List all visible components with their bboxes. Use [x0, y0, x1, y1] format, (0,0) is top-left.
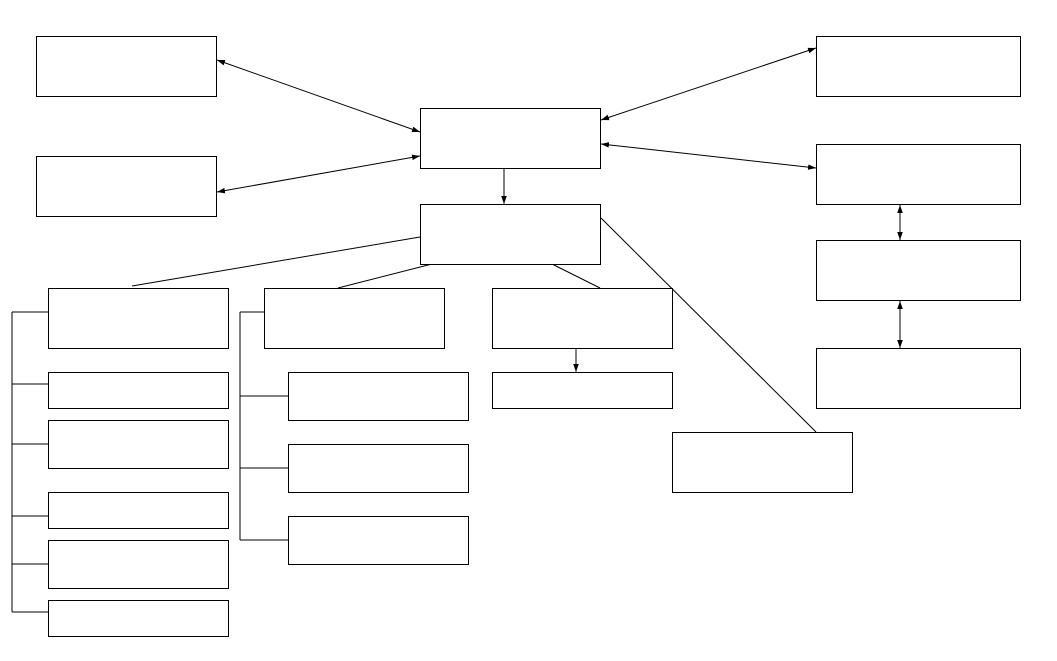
right-box-2[interactable] [816, 240, 1021, 301]
right-box-1[interactable] [816, 144, 1021, 205]
right-box-3[interactable] [816, 348, 1021, 409]
branch-c-head-box[interactable] [492, 288, 673, 349]
edge-main-branch-b [337, 263, 433, 289]
branch-a-item-4[interactable] [48, 540, 229, 589]
branch-a-head-box[interactable] [48, 288, 229, 349]
branch-b-item-2[interactable] [288, 444, 469, 493]
far-branch-box[interactable] [672, 432, 853, 493]
edge-main-branch-a [131, 236, 421, 287]
branch-b-bracket [239, 311, 288, 541]
branch-b-head-box[interactable] [264, 288, 445, 349]
edge-hub-top-left [216, 59, 421, 133]
branch-b-item-3[interactable] [288, 516, 469, 565]
branch-a-item-1[interactable] [48, 372, 229, 409]
main-child-box[interactable] [420, 204, 601, 265]
branch-a-bracket [11, 311, 48, 613]
nodes [36, 36, 1021, 637]
edge-main-far-branch [600, 217, 817, 433]
top-left-box[interactable] [36, 36, 217, 97]
branch-a-item-5[interactable] [48, 600, 229, 637]
branch-b-item-1[interactable] [288, 372, 469, 421]
edge-hub-mid-left [216, 154, 421, 194]
branch-c-item-1[interactable] [492, 372, 673, 409]
branch-a-item-2[interactable] [48, 420, 229, 469]
edge-hub-top-right [600, 47, 817, 121]
central-hub-box[interactable] [420, 108, 601, 169]
edge-hub-right-1 [600, 142, 817, 170]
branch-a-item-3[interactable] [48, 492, 229, 529]
connectors [11, 47, 903, 613]
mid-left-box[interactable] [36, 156, 217, 217]
edge-main-branch-c [551, 263, 601, 289]
top-right-box[interactable] [816, 36, 1021, 97]
